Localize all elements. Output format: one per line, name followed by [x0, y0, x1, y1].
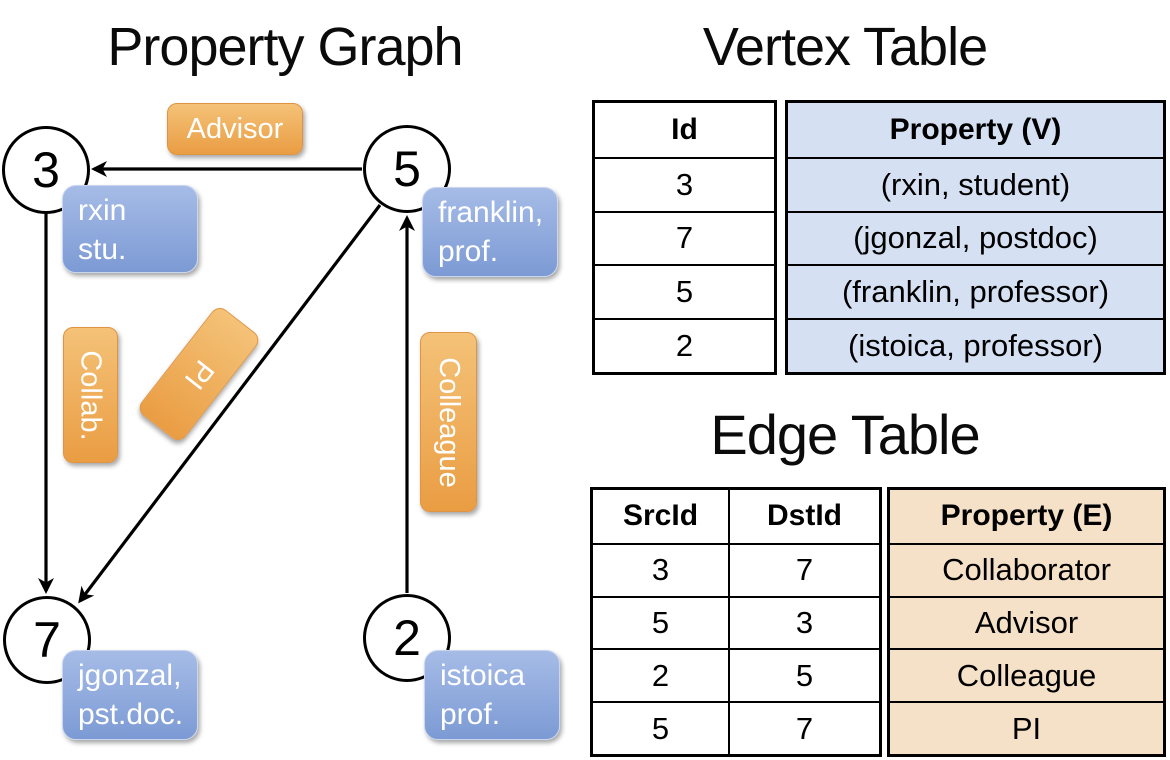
edge-table-header-dstid: DstId [728, 490, 879, 543]
vertex-node-3-label: 3 [32, 142, 60, 198]
vertex-node-2: 2 [363, 594, 451, 682]
vertex-table-property-cell: (rxin, student) [788, 156, 1163, 211]
edge-label-colleague: Colleague [420, 332, 477, 512]
vertex-table-property-column: Property (V) (rxin, student) (jgonzal, p… [785, 100, 1166, 375]
edge-table-property-column: Property (E) Collaborator Advisor Collea… [887, 487, 1166, 757]
edge-table-src-dst-columns: SrcId DstId 3 7 5 3 2 5 5 7 [590, 487, 882, 757]
edge-table-property-cell: PI [890, 701, 1163, 754]
vertex-table-id-cell: 7 [595, 210, 774, 265]
edge-label-text: Colleague [433, 356, 466, 488]
vertex-node-7-label: 7 [33, 612, 61, 668]
vertex-property-box-jgonzal: jgonzal, pst.doc. [62, 650, 198, 740]
vertex-property-box-franklin: franklin, prof. [422, 187, 558, 277]
vertex-property-line: jgonzal, [78, 659, 182, 692]
vertex-table-id-cell: 2 [595, 318, 774, 372]
edge-label-text: PI [178, 353, 221, 395]
edge-table-src-cell: 2 [593, 648, 728, 701]
vertex-table-title: Vertex Table [702, 17, 988, 77]
vertex-table-property-cell: (istoica, professor) [788, 318, 1163, 372]
vertex-property-line: rxin [78, 194, 127, 227]
edge-label-text: Advisor [186, 112, 284, 145]
vertex-table-id-cell: 5 [595, 264, 774, 318]
vertex-table-header-id: Id [671, 112, 698, 146]
property-graph-title: Property Graph [107, 17, 463, 77]
edge-table-property-cell: Advisor [890, 595, 1163, 649]
vertex-table-property-cell: (franklin, professor) [788, 264, 1163, 318]
edge-table-property-cell: Collaborator [890, 542, 1163, 596]
vertex-property-box-rxin: rxin stu. [62, 185, 198, 273]
edge-table-dst-cell: 5 [728, 648, 879, 702]
edge-table-header-property: Property (E) [940, 499, 1113, 533]
vertex-table-id-cell: 3 [595, 156, 774, 211]
edge-table-title: Edge Table [710, 403, 980, 466]
vertex-property-line: prof. [440, 698, 501, 731]
edge-label-text: Collab. [75, 349, 107, 441]
edge-arrow-5-to-7 [78, 204, 382, 604]
vertex-property-line: istoica [440, 659, 526, 692]
vertex-node-5-label: 5 [393, 141, 421, 197]
vertex-property-box-istoica: istoica prof. [424, 650, 560, 740]
vertex-table-header-property: Property (V) [889, 112, 1062, 146]
vertex-node-2-label: 2 [393, 610, 421, 666]
edge-table-dst-cell: 7 [728, 542, 879, 596]
vertex-table-property-cell: (jgonzal, postdoc) [788, 210, 1163, 265]
edge-table-header-srcid: SrcId [622, 499, 699, 533]
edge-label-collab: Collab. [63, 327, 118, 463]
edge-table-dst-cell: 3 [728, 595, 879, 649]
vertex-table-id-column: Id 3 7 5 2 [592, 100, 777, 375]
vertex-property-line: stu. [78, 233, 127, 266]
edge-table-src-cell: 5 [593, 701, 728, 754]
edge-table-src-cell: 5 [593, 595, 728, 649]
vertex-property-line: pst.doc. [78, 698, 184, 731]
vertex-property-line: prof. [438, 235, 499, 268]
vertex-node-5: 5 [363, 125, 451, 213]
vertex-property-line: franklin, [438, 196, 544, 229]
edge-table-dst-cell: 7 [728, 701, 879, 754]
edge-label-advisor: Advisor [167, 103, 303, 155]
edge-table-property-cell: Colleague [890, 648, 1163, 701]
edge-table-src-cell: 3 [593, 542, 728, 596]
